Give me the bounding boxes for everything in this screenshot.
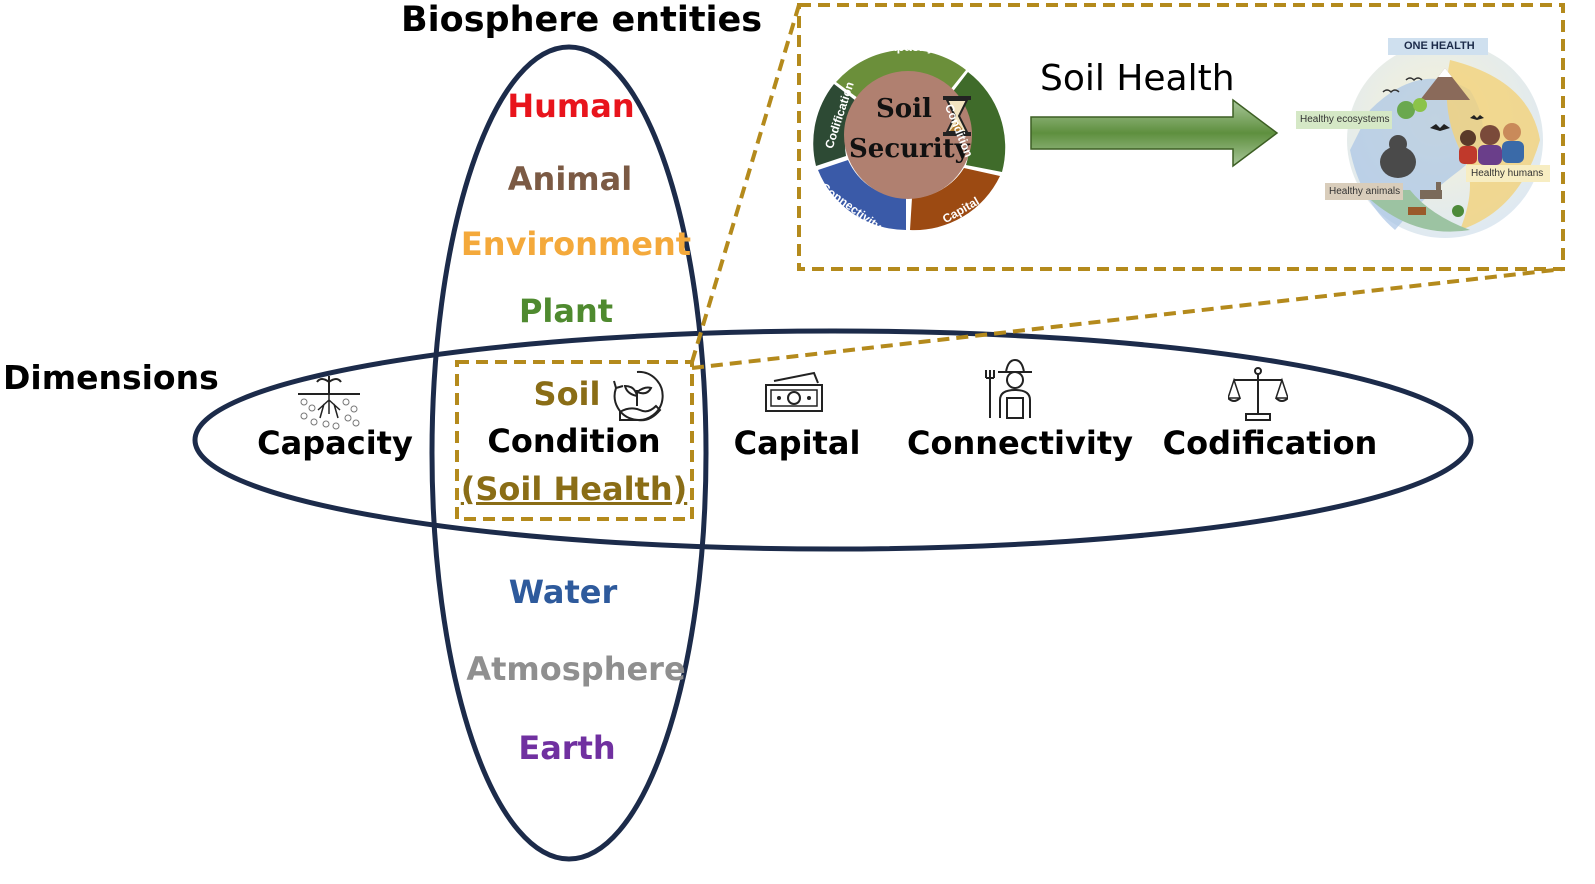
dimension-capacity: Capacity — [257, 424, 413, 462]
dimension-soil-health: (Soil Health) — [460, 470, 688, 508]
ring-label-capacity: Capacity — [880, 39, 935, 54]
soil-security-ring — [813, 49, 1006, 231]
bird-icon — [1382, 89, 1400, 94]
entity-animal: Animal — [507, 160, 633, 198]
entity-plant: Plant — [518, 292, 614, 330]
ring-segment-capital — [910, 168, 1000, 231]
ring-segment-codification — [813, 84, 860, 166]
soil-health-arrow — [1030, 98, 1279, 168]
ring-center-line1: Soil — [876, 94, 932, 124]
connector-line-top — [690, 4, 801, 363]
deer-icon — [1420, 190, 1442, 199]
entity-earth: Earth — [518, 729, 616, 767]
connector-line-bottom — [691, 267, 1564, 370]
biosphere-entities-heading: Biosphere entities — [401, 0, 763, 40]
dimension-codification: Codification — [1162, 424, 1378, 462]
hourglass-icon — [943, 96, 971, 136]
one-health-ecosystems: Healthy ecosystems — [1300, 114, 1390, 125]
inset-box — [797, 3, 1565, 271]
soil-condition-highlight-box — [455, 360, 694, 521]
soil-roots-icon — [298, 376, 360, 430]
dimensions-ellipse — [192, 328, 1474, 552]
one-health-title: ONE HEALTH — [1404, 40, 1475, 52]
one-health-illustration — [1296, 38, 1550, 238]
dimension-connectivity: Connectivity — [907, 424, 1133, 462]
dog-icon — [1408, 207, 1426, 215]
dimension-condition: Condition — [487, 422, 661, 460]
ring-center-line2: Security — [849, 134, 970, 164]
entity-atmosphere: Atmosphere — [466, 650, 686, 688]
soil-health-arrow-label: Soil Health — [1040, 58, 1235, 99]
entity-water: Water — [508, 573, 618, 611]
plant-in-hand-icon — [613, 370, 664, 422]
ring-segment-connectivity — [818, 160, 906, 230]
biosphere-ellipse — [429, 44, 709, 862]
tree-icon — [1397, 101, 1415, 119]
dimension-condition-soil: Soil — [533, 375, 601, 413]
scales-icon — [1228, 367, 1288, 421]
dimension-capital: Capital — [733, 424, 861, 462]
chicken-icon — [1452, 205, 1464, 217]
farmer-icon — [985, 358, 1032, 419]
one-health-animals: Healthy animals — [1329, 186, 1401, 197]
people-icon — [1480, 125, 1500, 145]
mountain-icon — [1420, 68, 1470, 100]
gorilla-icon — [1380, 146, 1416, 178]
dimensions-heading: Dimensions — [3, 358, 219, 397]
bat-icon — [1430, 124, 1450, 131]
one-health-humans: Healthy humans — [1471, 168, 1544, 179]
entity-environment: Environment — [460, 225, 692, 263]
entity-human: Human — [507, 87, 635, 125]
ring-center — [844, 71, 972, 199]
banknote-icon — [765, 371, 823, 412]
